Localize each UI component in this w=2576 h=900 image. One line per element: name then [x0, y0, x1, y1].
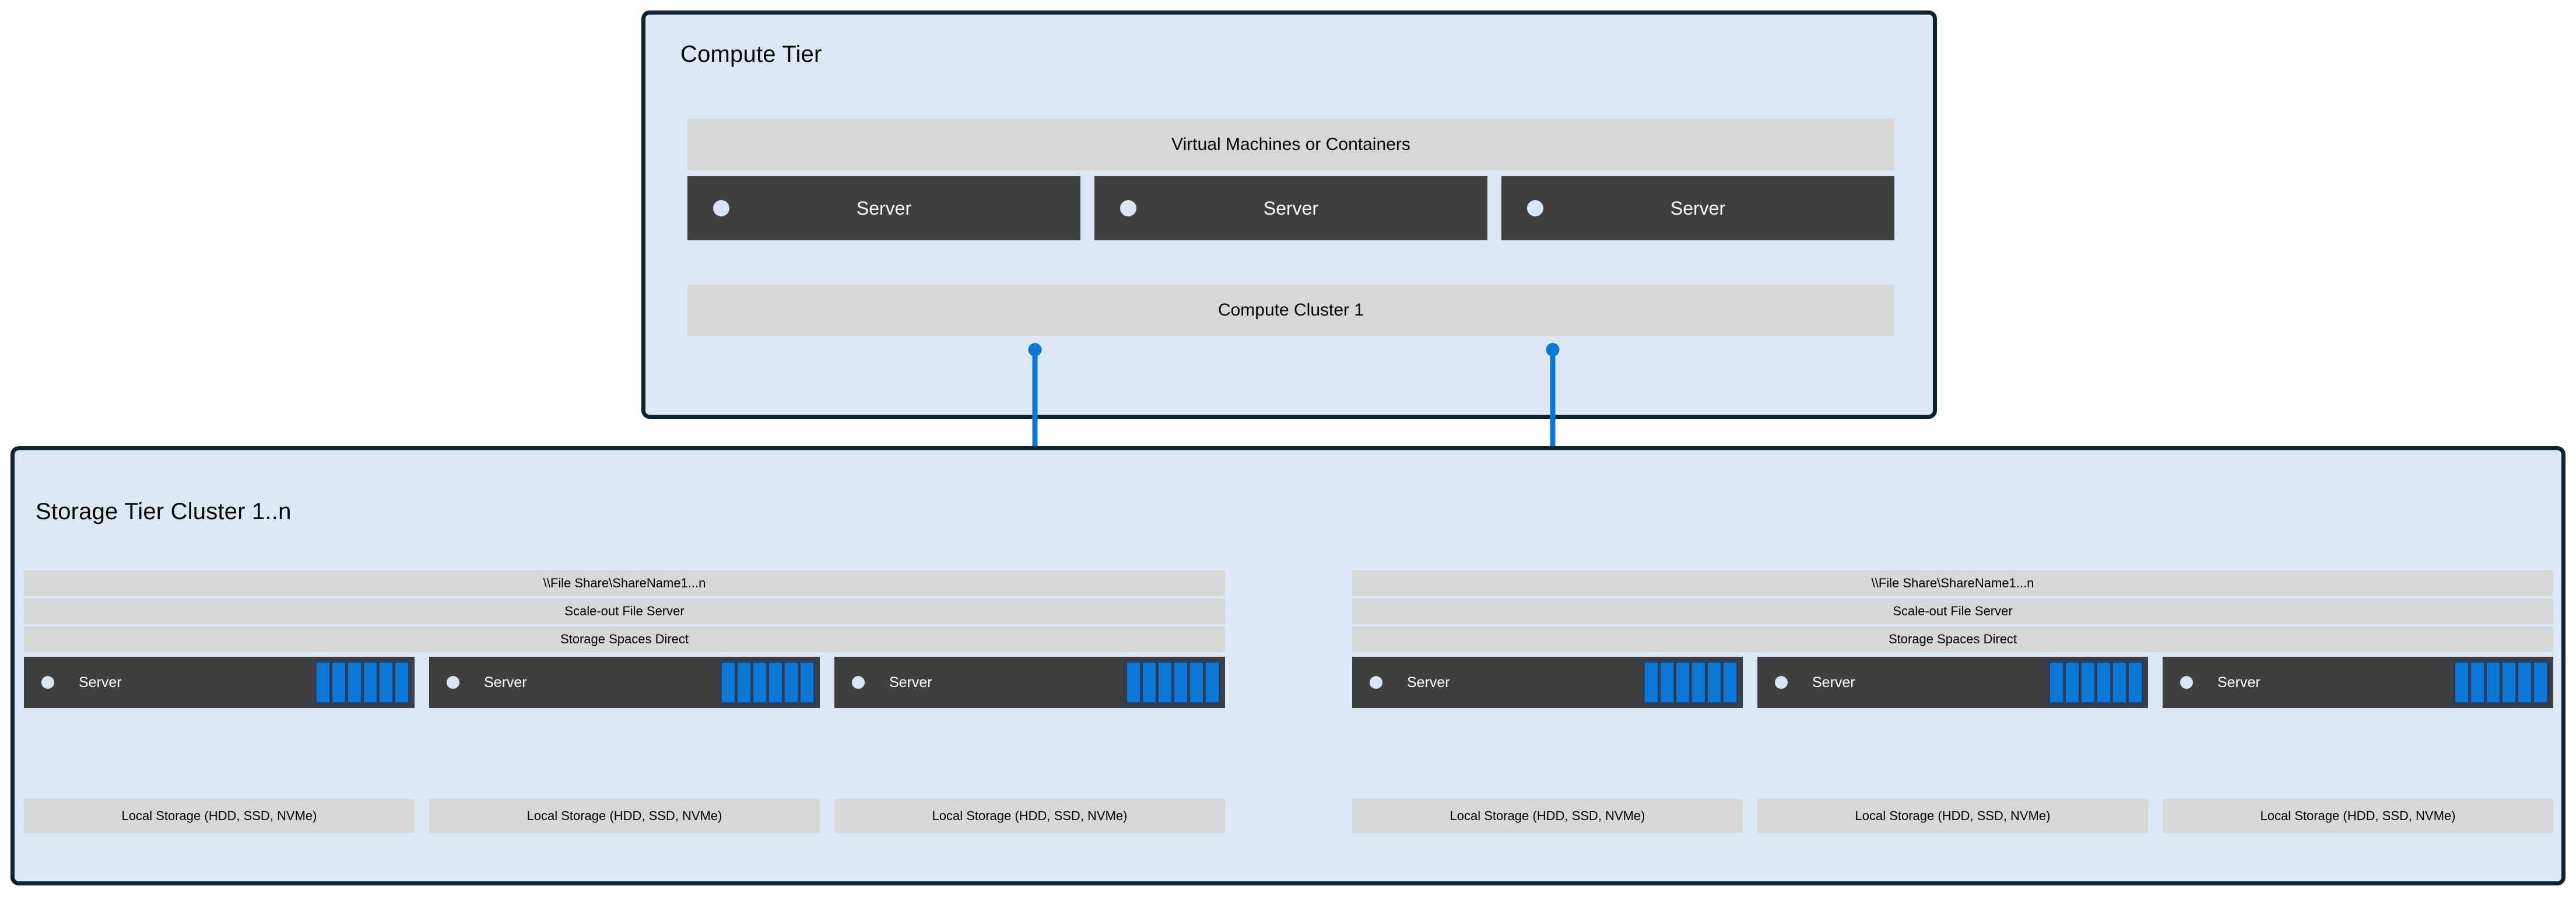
disk-icon: [738, 663, 750, 702]
disk-icon: [1724, 663, 1736, 702]
storage-spaces-direct-band: Storage Spaces Direct: [24, 626, 1225, 652]
disk-icon: [1174, 663, 1187, 702]
disk-icon: [801, 663, 813, 702]
disk-array-icon: [1642, 660, 1739, 705]
storage-server-node-3[interactable]: Server Local Storage (HDD, SSD, NVMe): [834, 657, 1225, 833]
disk-icon: [395, 663, 408, 702]
storage-server-body: Server: [2163, 657, 2553, 708]
disk-icon: [722, 663, 735, 702]
compute-server-node-2[interactable]: Server: [1094, 176, 1487, 240]
disk-icon: [1645, 663, 1658, 702]
storage-server-body: Server: [1757, 657, 2148, 708]
storage-server-body: Server: [429, 657, 820, 708]
status-dot-icon: [1370, 676, 1382, 689]
disk-icon: [1190, 663, 1203, 702]
disk-array-icon: [719, 660, 816, 705]
connector-stem: [1550, 349, 1555, 487]
disk-icon: [1676, 663, 1689, 702]
disk-array-icon: [1124, 660, 1222, 705]
storage-server-node-1[interactable]: Server Local Storage (HDD, SSD, NVMe): [1352, 657, 1743, 833]
disk-icon: [2534, 663, 2547, 702]
storage-server-node-2[interactable]: Server Local Storage (HDD, SSD, NVMe): [429, 657, 820, 833]
disk-array-icon: [2047, 660, 2145, 705]
storage-server-body: Server: [24, 657, 415, 708]
disk-icon: [1206, 663, 1219, 702]
disk-icon: [2082, 663, 2094, 702]
scale-out-file-server-band: Scale-out File Server: [1352, 598, 2553, 624]
compute-server-node-1[interactable]: Server: [687, 176, 1080, 240]
disk-icon: [1661, 663, 1673, 702]
compute-tier-title: Compute Tier: [680, 41, 822, 67]
disk-icon: [1127, 663, 1140, 702]
disk-icon: [1708, 663, 1721, 702]
status-dot-icon: [1775, 676, 1788, 689]
disk-icon: [1159, 663, 1171, 702]
storage-server-body: Server: [834, 657, 1225, 708]
compute-tier-panel: Compute Tier Virtual Machines or Contain…: [641, 10, 1937, 419]
compute-server-node-3[interactable]: Server: [1501, 176, 1894, 240]
storage-server-node-3[interactable]: Server Local Storage (HDD, SSD, NVMe): [2163, 657, 2553, 833]
storage-server-label: Server: [79, 674, 122, 691]
storage-spaces-direct-band: Storage Spaces Direct: [1352, 626, 2553, 652]
status-dot-icon: [713, 200, 729, 216]
status-dot-icon: [1120, 200, 1136, 216]
storage-server-label: Server: [1407, 674, 1450, 691]
compute-server-label: Server: [1263, 197, 1319, 219]
disk-icon: [2487, 663, 2500, 702]
file-share-band: \\File Share\ShareName1...n: [1352, 570, 2553, 596]
storage-server-label: Server: [889, 674, 932, 691]
disk-icon: [2455, 663, 2468, 702]
disk-array-icon: [2452, 660, 2550, 705]
storage-server-label: Server: [484, 674, 527, 691]
disk-icon: [2503, 663, 2515, 702]
disk-icon: [1692, 663, 1705, 702]
disk-icon: [317, 663, 329, 702]
disk-icon: [2066, 663, 2079, 702]
disk-icon: [380, 663, 392, 702]
disk-icon: [332, 663, 345, 702]
storage-tier-panel: Storage Tier Cluster 1..n \\File Share\S…: [10, 446, 2566, 885]
local-storage-label: Local Storage (HDD, SSD, NVMe): [24, 799, 415, 833]
disk-icon: [348, 663, 361, 702]
local-storage-label: Local Storage (HDD, SSD, NVMe): [1757, 799, 2148, 833]
connector-stem: [1032, 349, 1037, 487]
disk-icon: [785, 663, 798, 702]
status-dot-icon: [1527, 200, 1543, 216]
disk-icon: [2518, 663, 2531, 702]
disk-array-icon: [314, 660, 411, 705]
disk-icon: [769, 663, 782, 702]
disk-icon: [364, 663, 377, 702]
scale-out-file-server-band: Scale-out File Server: [24, 598, 1225, 624]
storage-server-body: Server: [1352, 657, 1743, 708]
local-storage-label: Local Storage (HDD, SSD, NVMe): [429, 799, 820, 833]
local-storage-label: Local Storage (HDD, SSD, NVMe): [834, 799, 1225, 833]
compute-server-label: Server: [1670, 197, 1726, 219]
storage-server-node-1[interactable]: Server Local Storage (HDD, SSD, NVMe): [24, 657, 415, 833]
disk-icon: [753, 663, 766, 702]
status-dot-icon: [447, 676, 459, 689]
file-share-band: \\File Share\ShareName1...n: [24, 570, 1225, 596]
status-dot-icon: [2180, 676, 2193, 689]
status-dot-icon: [41, 676, 54, 689]
virtual-machines-band: Virtual Machines or Containers: [687, 119, 1894, 170]
storage-tier-title: Storage Tier Cluster 1..n: [36, 499, 292, 524]
disk-icon: [2097, 663, 2110, 702]
disk-icon: [2471, 663, 2484, 702]
compute-cluster-band: Compute Cluster 1: [687, 285, 1894, 336]
disk-icon: [2129, 663, 2142, 702]
storage-server-label: Server: [2217, 674, 2261, 691]
disk-icon: [2113, 663, 2126, 702]
disk-icon: [2050, 663, 2063, 702]
compute-server-label: Server: [856, 197, 912, 219]
local-storage-label: Local Storage (HDD, SSD, NVMe): [1352, 799, 1743, 833]
storage-server-label: Server: [1812, 674, 1855, 691]
status-dot-icon: [852, 676, 865, 689]
local-storage-label: Local Storage (HDD, SSD, NVMe): [2163, 799, 2553, 833]
storage-server-node-2[interactable]: Server Local Storage (HDD, SSD, NVMe): [1757, 657, 2148, 833]
disk-icon: [1143, 663, 1156, 702]
